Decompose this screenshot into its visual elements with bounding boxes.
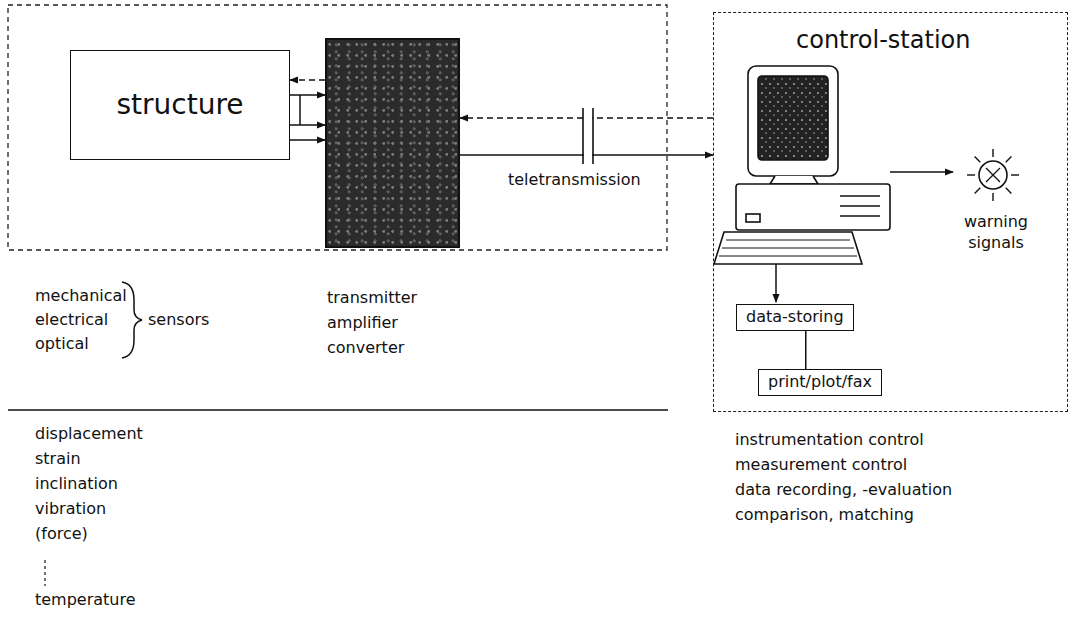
node-text: warning signals	[956, 212, 1036, 254]
link-line	[299, 95, 301, 125]
text-label: electrical	[35, 310, 108, 329]
node-text: print/plot/fax	[768, 372, 872, 393]
arrow-line	[890, 171, 953, 173]
structure-box: structure	[70, 50, 290, 160]
connector	[290, 94, 325, 96]
node-text: control-station	[796, 25, 970, 56]
text-label: temperature	[35, 590, 136, 609]
print-box: print/plot/fax	[758, 369, 882, 396]
text-label: vibration	[35, 499, 106, 518]
separator-line	[8, 409, 668, 410]
text-label: inclination	[35, 474, 118, 493]
node-text: structure	[116, 87, 243, 123]
sensor-region	[8, 5, 667, 250]
node-text: data-storing	[746, 307, 844, 328]
edge-label: teletransmission	[508, 170, 641, 189]
text-label: data recording, -evaluation	[735, 480, 952, 499]
warning-lamp: warning signals	[956, 146, 1031, 204]
transmitter-box: transmitter amplifier converter	[325, 38, 460, 248]
lamp-symbol	[956, 146, 1031, 204]
text-label: optical	[35, 334, 89, 353]
connector	[290, 124, 325, 126]
text-label: sensors	[148, 310, 209, 329]
control-station-box: control-station data-storing print/plot/fa…	[713, 12, 1068, 412]
connector	[290, 79, 325, 81]
data-storing-box: data-storing	[736, 304, 854, 331]
leader-line	[44, 560, 45, 586]
computer-symbol	[714, 66, 890, 264]
text-label: measurement control	[735, 455, 907, 474]
connector	[805, 331, 807, 369]
node-text: transmitter amplifier converter	[327, 285, 423, 360]
text-label: strain	[35, 449, 81, 468]
text-label: (force)	[35, 524, 88, 543]
text-label: mechanical	[35, 286, 127, 305]
arrow-line	[775, 264, 777, 302]
text-label: comparison, matching	[735, 505, 914, 524]
text-label: displacement	[35, 424, 143, 443]
text-label: instrumentation control	[735, 430, 924, 449]
connector	[290, 139, 325, 141]
